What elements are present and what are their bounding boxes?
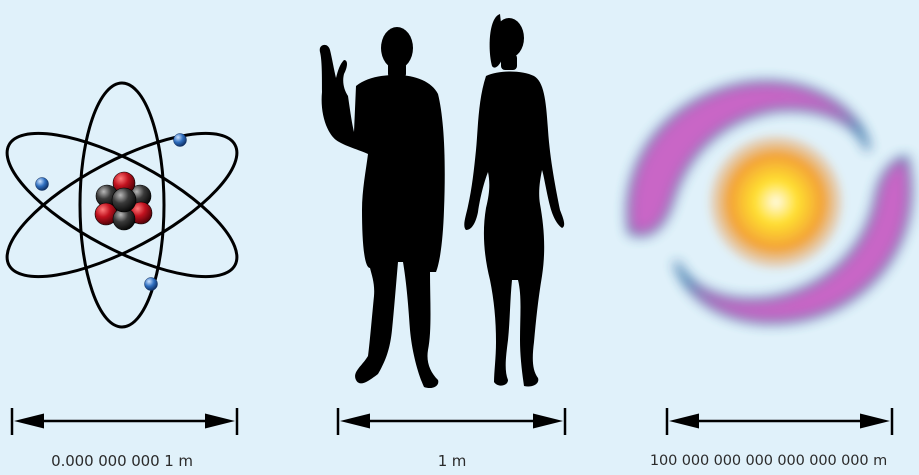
scale-bar-atom xyxy=(12,408,237,435)
electron xyxy=(36,178,49,191)
electron xyxy=(174,134,187,147)
scale-bar-galaxy xyxy=(667,408,892,435)
galaxy-core xyxy=(706,132,846,272)
nucleus xyxy=(95,172,152,230)
scale-label-human: 1 m xyxy=(332,451,572,471)
neutron xyxy=(112,188,136,212)
galaxy-illustration xyxy=(628,83,910,322)
electron xyxy=(145,278,158,291)
scale-bar-human xyxy=(338,408,565,435)
scale-label-galaxy: 100 000 000 000 000 000 000 m xyxy=(620,451,917,471)
woman-silhouette xyxy=(464,14,564,387)
scale-label-atom: 0.000 000 000 1 m xyxy=(2,451,242,471)
atom-illustration xyxy=(0,83,256,327)
man-silhouette xyxy=(320,27,445,388)
human-silhouettes xyxy=(320,14,564,388)
